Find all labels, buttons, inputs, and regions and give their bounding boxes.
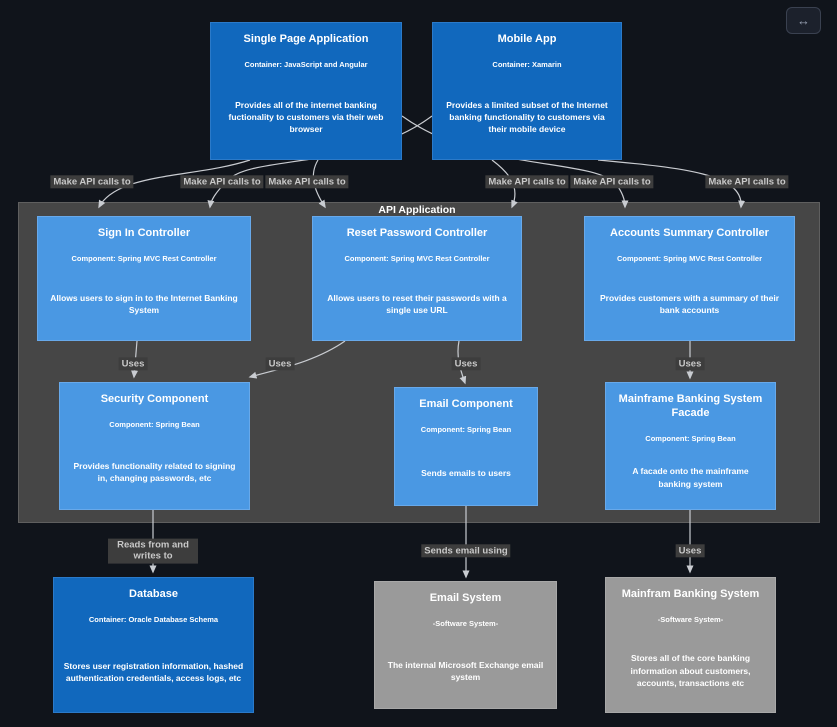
- node-description: The internal Microsoft Exchange email sy…: [387, 660, 544, 683]
- node-title: Mainfram Banking System: [621, 588, 760, 600]
- node-description: Provides functionality related to signin…: [73, 461, 236, 484]
- edge-label-uses: Uses: [675, 544, 705, 558]
- node-single-page-application[interactable]: Single Page Application Container: JavaS…: [210, 22, 402, 160]
- node-subtitle: Component: Spring MVC Rest Controller: [344, 253, 490, 263]
- node-title: Email Component: [419, 398, 513, 410]
- node-title: Sign In Controller: [97, 227, 191, 239]
- resize-width-button[interactable]: ↔: [786, 7, 821, 34]
- edge-label-uses: Uses: [265, 357, 295, 371]
- node-reset-password-controller[interactable]: Reset Password Controller Component: Spr…: [312, 216, 522, 341]
- edge-label-make-api-calls: Make API calls to: [485, 175, 569, 189]
- node-description: Allows users to reset their passwords wi…: [327, 293, 507, 316]
- node-description: Allows users to sign in to the Internet …: [50, 293, 238, 316]
- node-description: Provides customers with a summary of the…: [599, 293, 780, 316]
- boundary-label: API Application: [378, 204, 456, 216]
- node-security-component[interactable]: Security Component Component: Spring Bea…: [59, 382, 250, 510]
- node-description: Provides all of the internet banking fuc…: [228, 99, 384, 135]
- edge-label-uses: Uses: [451, 357, 481, 371]
- node-description: A facade onto the mainframe banking syst…: [632, 466, 749, 489]
- node-sign-in-controller[interactable]: Sign In Controller Component: Spring MVC…: [37, 216, 251, 341]
- horizontal-arrows-icon: ↔: [797, 13, 810, 28]
- node-description: Stores all of the core banking informati…: [630, 653, 751, 688]
- node-mainfram-banking-system[interactable]: Mainfram Banking System -Software System…: [605, 577, 776, 713]
- edge-label-make-api-calls: Make API calls to: [180, 175, 264, 189]
- node-subtitle: -Software System-: [657, 614, 724, 624]
- node-subtitle: Component: Spring Bean: [645, 433, 736, 443]
- edge-label-uses: Uses: [675, 357, 705, 371]
- node-subtitle: Container: JavaScript and Angular: [244, 59, 368, 69]
- edge-label-make-api-calls: Make API calls to: [265, 175, 349, 189]
- node-title: Mobile App: [497, 33, 557, 45]
- node-email-component[interactable]: Email Component Component: Spring Bean S…: [394, 387, 538, 506]
- edge-reset-security: [248, 340, 346, 379]
- edge-spa-signin: [98, 159, 251, 209]
- node-subtitle: Component: Spring Bean: [109, 419, 200, 429]
- edge-label-make-api-calls: Make API calls to: [705, 175, 789, 189]
- node-database[interactable]: Database Container: Oracle Database Sche…: [53, 577, 254, 713]
- node-subtitle: Component: Spring MVC Rest Controller: [617, 253, 762, 263]
- node-title: Single Page Application: [243, 33, 369, 45]
- edge-label-reads-writes: Reads from and writes to: [108, 538, 198, 564]
- edge-label-make-api-calls: Make API calls to: [570, 175, 654, 189]
- node-mobile-app[interactable]: Mobile App Container: Xamarin Provides a…: [432, 22, 622, 160]
- node-accounts-summary-controller[interactable]: Accounts Summary Controller Component: S…: [584, 216, 795, 341]
- node-subtitle: Component: Spring MVC Rest Controller: [71, 253, 217, 263]
- edge-mobile-accounts: [597, 159, 746, 209]
- node-subtitle: Container: Oracle Database Schema: [88, 614, 219, 624]
- node-email-system[interactable]: Email System -Software System- The inter…: [374, 581, 557, 709]
- node-subtitle: Component: Spring Bean: [420, 424, 512, 434]
- node-subtitle: -Software System-: [432, 618, 499, 628]
- node-title: Email System: [429, 592, 502, 604]
- node-title: Database: [129, 588, 178, 600]
- node-title: Reset Password Controller: [346, 227, 488, 239]
- node-description: Stores user registration information, ha…: [63, 661, 244, 684]
- node-subtitle: Container: Xamarin: [492, 59, 562, 69]
- edge-label-sends-email: Sends email using: [421, 544, 511, 558]
- node-title: Security Component: [100, 393, 209, 405]
- node-title: Mainframe Banking System Facade: [618, 393, 763, 419]
- node-mainframe-banking-system-facade[interactable]: Mainframe Banking System Facade Componen…: [605, 382, 776, 510]
- node-description: Provides a limited subset of the Interne…: [446, 99, 608, 135]
- node-title: Accounts Summary Controller: [610, 227, 769, 239]
- edge-label-make-api-calls: Make API calls to: [50, 175, 134, 189]
- edge-label-uses: Uses: [118, 357, 148, 371]
- node-description: Sends emails to users: [421, 468, 511, 479]
